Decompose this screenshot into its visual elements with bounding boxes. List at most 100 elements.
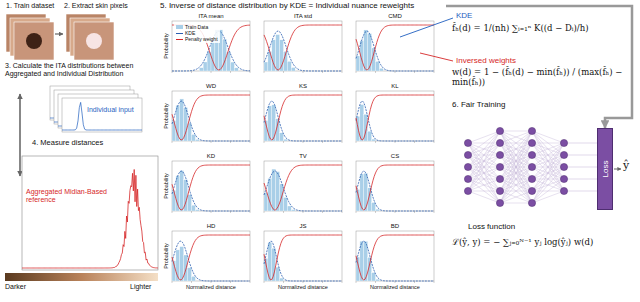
tick [230,71,231,73]
plot-title: HD [172,223,250,230]
tick [395,281,396,283]
tick [395,141,396,143]
nn-weight [468,143,500,191]
kde-plot [264,161,342,213]
histogram-bar [272,169,276,211]
histogram-bar [379,68,383,71]
tick [172,281,173,283]
annotation: Aggregated Midian-Based reference [26,188,122,204]
nn-weight [468,167,500,191]
formula: f̂ₕ(d) = 1/(nh) ∑ᵢ₌₁ⁿ K((d − Dᵢ)/h) [452,24,624,34]
step-panel: 5. Inverse of distance distribution by K… [158,0,446,298]
histogram-bar [234,68,238,71]
tick [264,281,265,283]
nn-weight [468,179,500,191]
axis-label: Probability [163,243,169,269]
histogram-bar [211,39,215,71]
kde-plot [172,231,250,283]
nn-weight [500,131,532,203]
tick [283,211,284,213]
kde-curve [172,101,250,141]
step-label: 3. Calculate the ITA distributions betwe… [5,62,157,78]
nn-weight [500,131,532,143]
histogram-bar [376,61,380,71]
plot-axes [356,231,434,281]
nn-weight [500,167,532,203]
leader-line [420,53,453,61]
histogram-bar [188,268,192,281]
nn-neuron [464,187,471,194]
compare-arrow [19,94,20,176]
nn-weight [468,179,500,191]
tick [191,211,192,213]
nn-weight [468,179,500,203]
kde-curve [356,31,434,71]
tick [191,281,192,283]
kde-plot [172,161,250,213]
nn-weight [532,131,564,167]
nn-weight [468,131,500,167]
plot-title: CMD [356,13,434,20]
nn-weight [532,143,564,191]
plot-axes [264,161,342,211]
nn-neuron [528,163,535,170]
plot-axes [264,231,342,281]
nn-neuron [560,187,567,194]
plot-title: KS [264,83,342,90]
histogram-bar [376,209,380,211]
nn-weight [500,155,532,203]
nn-weight [500,143,532,203]
nn-weight [468,143,500,203]
histogram-bar [368,34,372,71]
weight-curve [172,165,250,210]
nn-weight [468,191,500,203]
nn-weight [468,155,500,203]
chart-axes [22,156,158,270]
nn-neuron [496,187,503,194]
kde-plot [264,91,342,143]
histogram-bar [264,62,268,71]
axis-label: Lighter [130,283,151,291]
tick [211,211,212,213]
nn-weight [564,167,597,168]
plot-title: CS [356,153,434,160]
nn-weight [468,143,500,191]
formula-title: Loss function [468,222,515,231]
nn-weight [532,143,564,155]
nn-weight [532,143,564,179]
histogram-bar [180,247,184,281]
nn-weight [564,191,597,192]
nn-weight [532,143,564,155]
plot-title: ITA mean [172,13,250,20]
nn-weight [532,143,564,144]
step-label: 6. Fair Training [452,100,505,109]
tick [434,71,435,73]
histogram-bar [291,210,295,211]
weight-curve [356,25,434,70]
plot-axes [172,91,250,141]
skin-image [74,22,114,60]
histogram-bar [184,255,188,281]
plot-axes [264,91,342,141]
tick [322,141,323,143]
nn-neuron [464,163,471,170]
nn-weight [532,179,564,203]
mini-chart-frame [62,98,142,132]
tick [322,281,323,283]
nn-weight [468,167,500,203]
kde-plot [172,91,250,143]
tick [356,71,357,73]
histogram-bar [268,106,272,141]
nn-neuron [528,127,535,134]
nn-neuron [528,199,535,206]
histogram-bar [280,133,284,141]
weight-curve [172,235,250,280]
nn-weight [500,143,532,203]
plot-axes [356,161,434,211]
weight-curve [356,95,434,140]
nn-weight [468,155,500,191]
nn-weight [500,131,532,132]
plot-title: TV [264,153,342,160]
histogram-bar [276,35,280,71]
